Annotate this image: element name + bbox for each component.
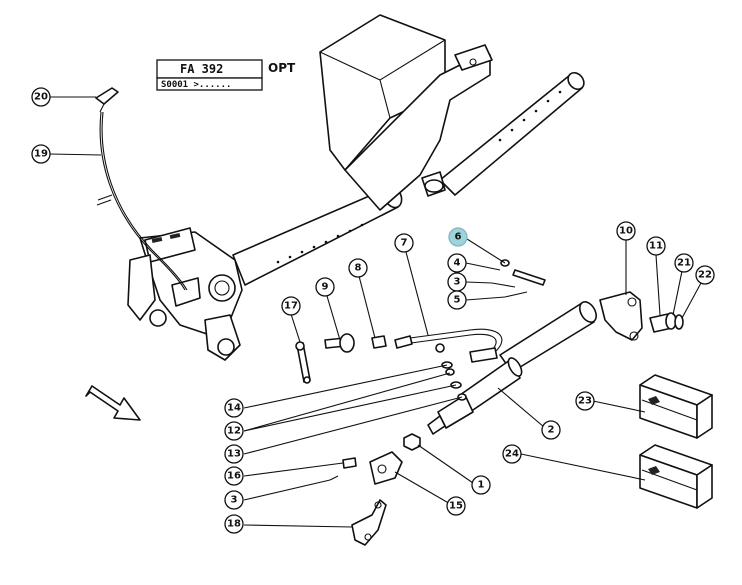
direction-arrow [85, 385, 141, 421]
callout-7[interactable]: 7 [394, 233, 414, 253]
callout-14[interactable]: 14 [224, 398, 244, 418]
callout-1[interactable]: 1 [471, 475, 491, 495]
svg-text:18: 18 [227, 519, 241, 530]
svg-text:19: 19 [34, 149, 48, 160]
svg-text:12: 12 [227, 426, 241, 437]
cylinder [427, 301, 597, 435]
callout-24[interactable]: 24 [502, 444, 522, 464]
svg-text:17: 17 [284, 301, 298, 312]
svg-text:3: 3 [454, 277, 461, 288]
callout-13[interactable]: 13 [224, 444, 244, 464]
svg-text:2: 2 [548, 425, 555, 436]
svg-text:24: 24 [505, 449, 519, 460]
gearbox-housing [319, 14, 493, 211]
svg-text:7: 7 [401, 238, 408, 249]
callout-8[interactable]: 8 [348, 258, 368, 278]
hose [394, 328, 503, 363]
svg-text:23: 23 [578, 396, 592, 407]
fittings [295, 333, 387, 384]
svg-text:16: 16 [227, 471, 241, 482]
svg-text:22: 22 [698, 270, 712, 281]
callout-2[interactable]: 2 [541, 420, 561, 440]
svg-text:15: 15 [449, 501, 463, 512]
model-label: FA 392 [180, 62, 223, 76]
callout-12[interactable]: 12 [224, 421, 244, 441]
callouts: 20 19 6 4 3 5 7 8 9 17 10 11 21 22 2 1 1… [31, 87, 715, 534]
svg-text:14: 14 [227, 403, 241, 414]
kit-box-23 [639, 374, 713, 439]
callout-18[interactable]: 18 [224, 514, 244, 534]
callout-3-top[interactable]: 3 [447, 272, 467, 292]
callout-22[interactable]: 22 [695, 265, 715, 285]
callout-15[interactable]: 15 [446, 496, 466, 516]
svg-text:11: 11 [649, 241, 663, 252]
leader-lines [49, 96, 702, 528]
beam-holes [276, 90, 562, 264]
main-beam [232, 71, 585, 286]
serial-label: S0001 >...... [161, 80, 231, 90]
svg-text:20: 20 [34, 92, 48, 103]
callout-20[interactable]: 20 [31, 87, 51, 107]
svg-text:9: 9 [322, 282, 329, 293]
callout-17[interactable]: 17 [281, 296, 301, 316]
callout-3-bottom[interactable]: 3 [224, 490, 244, 510]
kit-box-24 [639, 444, 713, 509]
pins-and-washer [491, 259, 546, 298]
small-fasteners [441, 361, 467, 401]
callout-9[interactable]: 9 [315, 277, 335, 297]
callout-21[interactable]: 21 [674, 253, 694, 273]
serial-box [156, 77, 263, 91]
svg-text:21: 21 [677, 258, 691, 269]
lower-linkage [329, 433, 421, 546]
svg-text:3: 3 [231, 495, 238, 506]
svg-text:5: 5 [454, 295, 461, 306]
svg-text:13: 13 [227, 449, 241, 460]
svg-text:4: 4 [454, 258, 461, 269]
callout-5[interactable]: 5 [447, 290, 467, 310]
callout-23[interactable]: 23 [575, 391, 595, 411]
callout-10[interactable]: 10 [616, 221, 636, 241]
clevis-bracket [599, 291, 684, 341]
option-label: OPT [268, 61, 296, 75]
svg-text:10: 10 [619, 226, 633, 237]
cable-assembly [95, 87, 188, 291]
svg-text:1: 1 [478, 480, 485, 491]
left-bracket [127, 227, 243, 361]
title-block: FA 392 S0001 >...... OPT [156, 59, 296, 91]
svg-text:8: 8 [355, 263, 362, 274]
callout-6[interactable]: 6 [448, 227, 468, 247]
svg-text:6: 6 [455, 232, 462, 243]
callout-19[interactable]: 19 [31, 144, 51, 164]
callout-11[interactable]: 11 [646, 236, 666, 256]
callout-16[interactable]: 16 [224, 466, 244, 486]
callout-4[interactable]: 4 [447, 253, 467, 273]
